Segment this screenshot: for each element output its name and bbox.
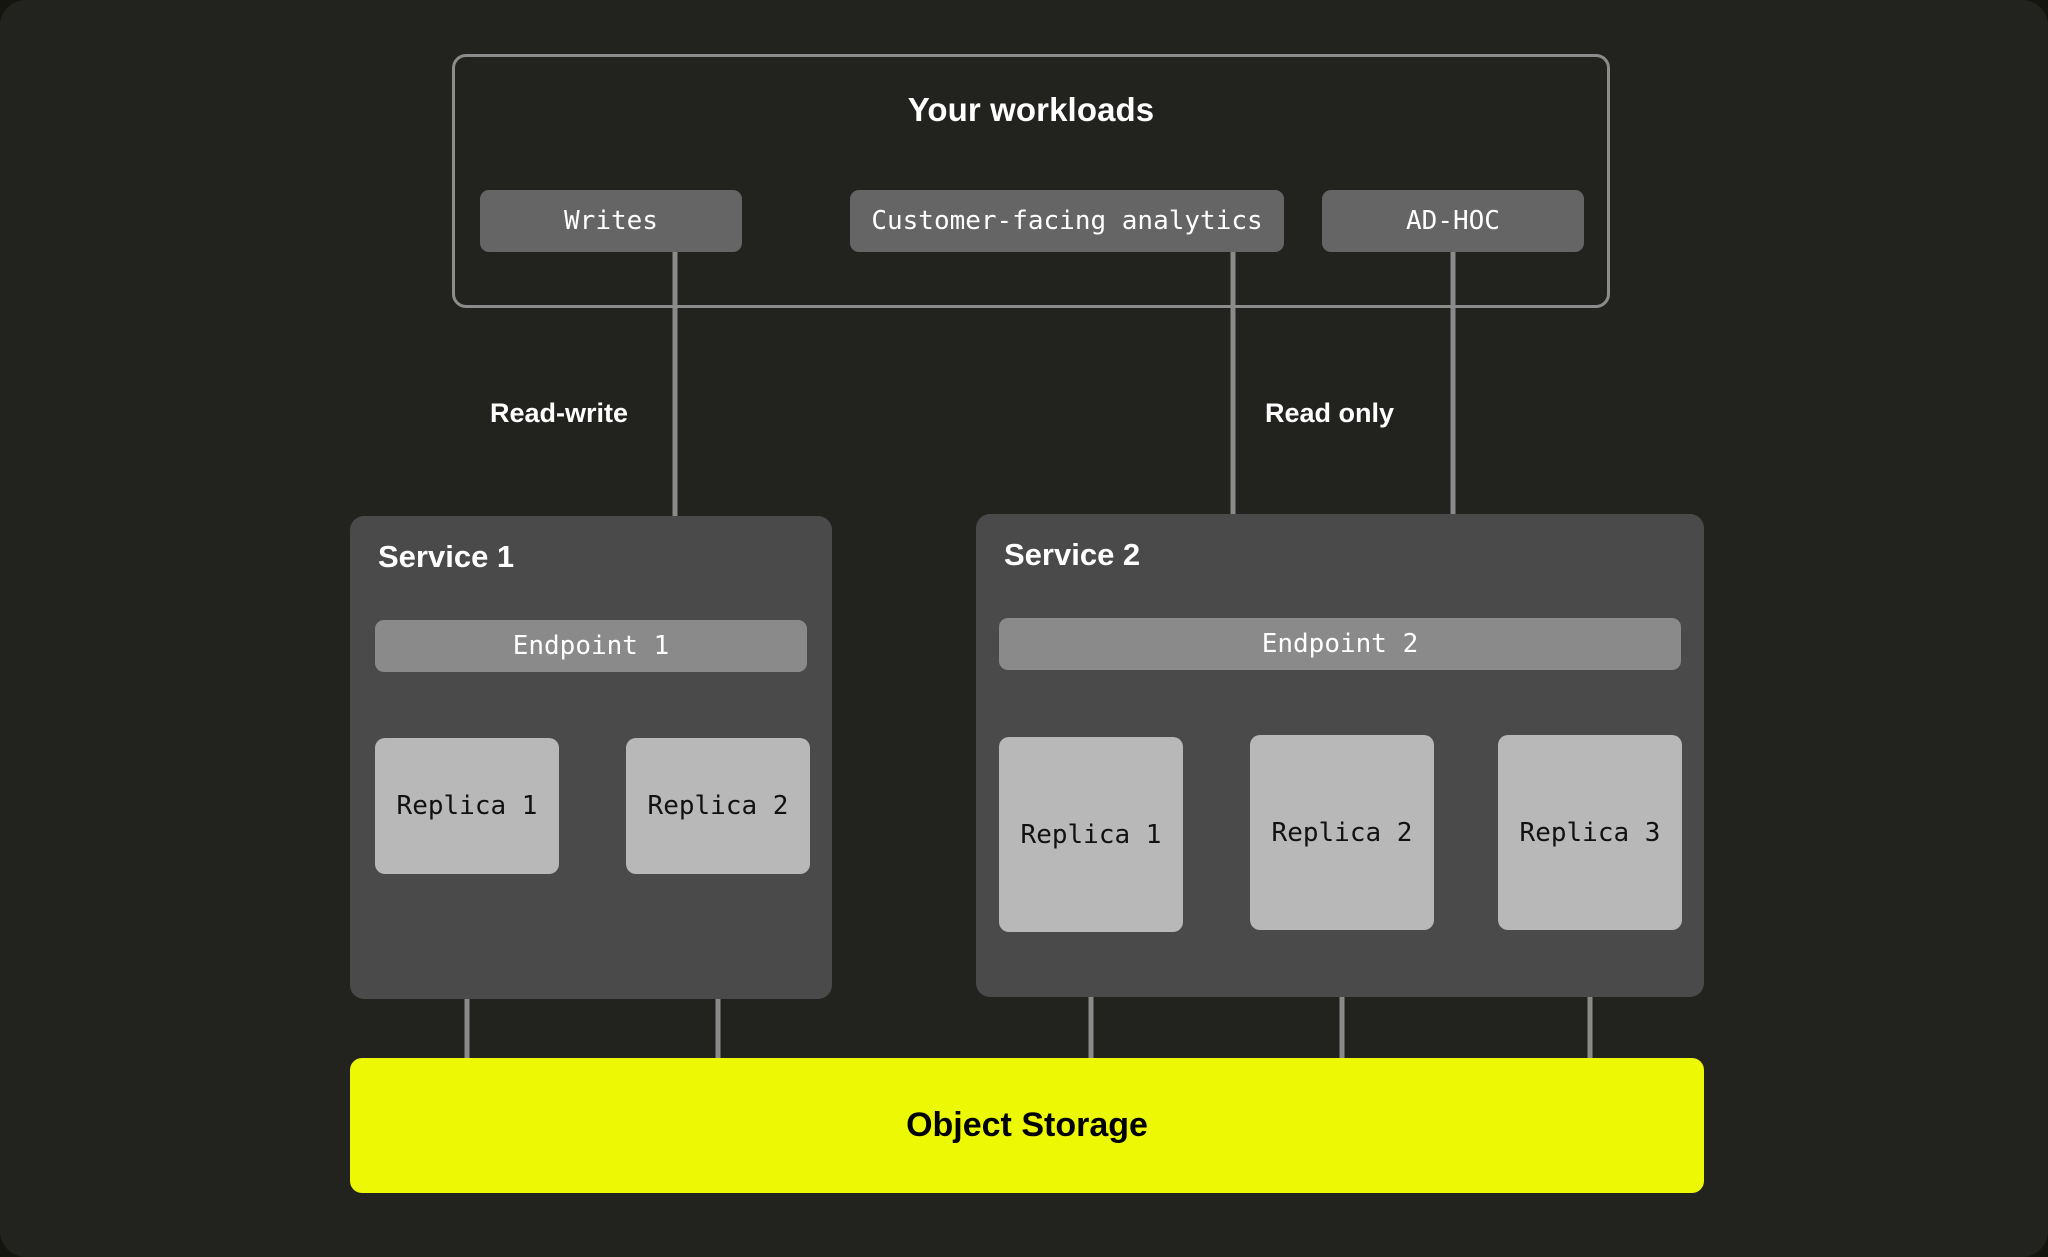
endpoint-bar-1[interactable]: Endpoint 1: [375, 620, 807, 672]
endpoint-label: Endpoint 2: [1261, 629, 1419, 659]
replica-label: Replica 2: [1271, 817, 1413, 848]
workload-chip-label: Customer-facing analytics: [871, 206, 1263, 236]
workload-chip-label: Writes: [564, 206, 658, 236]
workload-chip-writes[interactable]: Writes: [480, 190, 742, 252]
service-2-replica-1[interactable]: Replica 1: [999, 737, 1183, 932]
service-1-replica-1[interactable]: Replica 1: [375, 738, 559, 874]
service-title: Service 2: [1004, 537, 1141, 572]
replica-label: Replica 2: [647, 791, 789, 821]
flow-label-read-write: Read-write: [490, 398, 629, 428]
replica-label: Replica 3: [1519, 817, 1661, 848]
endpoint-label: Endpoint 1: [512, 631, 670, 661]
object-storage-label: Object Storage: [906, 1106, 1148, 1144]
workloads-frame: Your workloads: [452, 54, 1610, 308]
workload-chip-label: AD-HOC: [1406, 206, 1500, 236]
service-2-replica-2[interactable]: Replica 2: [1250, 735, 1434, 930]
endpoint-bar-2[interactable]: Endpoint 2: [999, 618, 1681, 670]
object-storage-bar[interactable]: Object Storage: [350, 1058, 1704, 1193]
replica-label: Replica 1: [396, 791, 538, 821]
flow-label-read-only: Read only: [1265, 398, 1395, 428]
service-title: Service 1: [378, 539, 515, 574]
service-2-replica-3[interactable]: Replica 3: [1498, 735, 1682, 930]
workloads-title: Your workloads: [907, 91, 1155, 128]
replica-label: Replica 1: [1020, 819, 1162, 850]
workload-chip-ad-hoc[interactable]: AD-HOC: [1322, 190, 1584, 252]
workload-chip-customer-facing-analytics[interactable]: Customer-facing analytics: [850, 190, 1284, 252]
service-1-replica-2[interactable]: Replica 2: [626, 738, 810, 874]
